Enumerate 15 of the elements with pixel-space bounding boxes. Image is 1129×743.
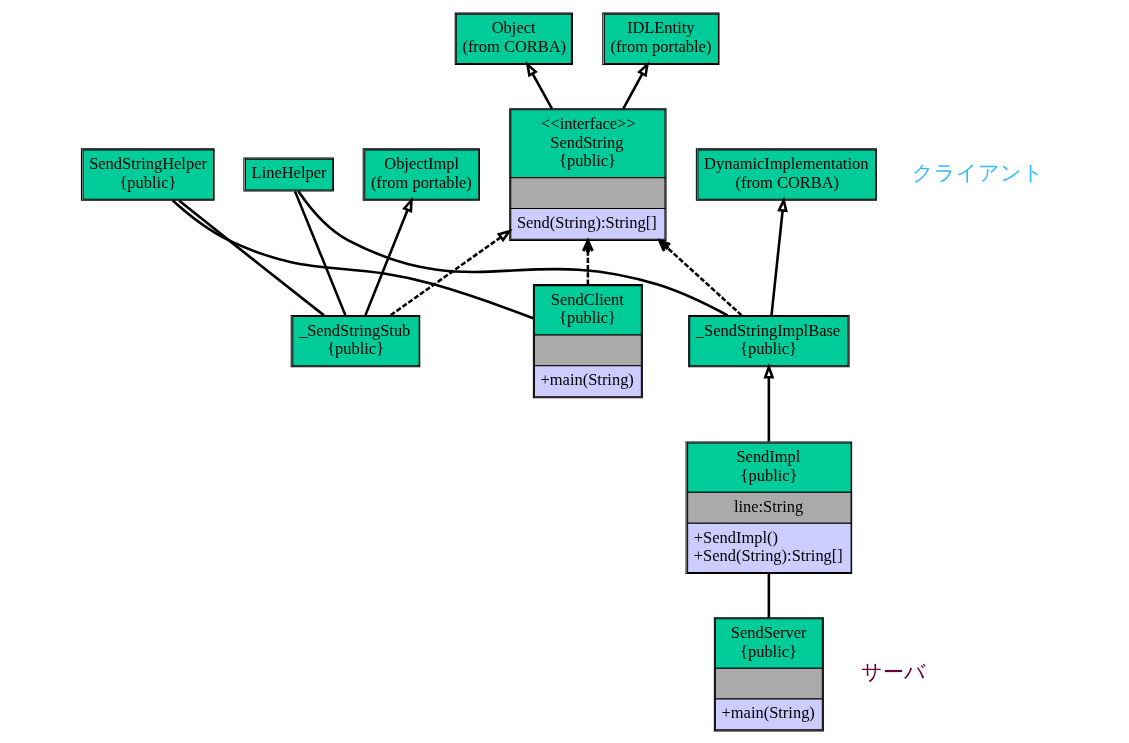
label: サーバ: [860, 659, 926, 684]
label: クライアント: [911, 160, 1044, 185]
arrow: [621, 60, 649, 109]
arrow: [762, 362, 774, 442]
connector: [171, 199, 534, 319]
arrow: [657, 238, 742, 316]
connector: [293, 190, 347, 316]
arrow: [389, 228, 512, 316]
connector: [767, 573, 770, 618]
arrow: [581, 238, 594, 284]
connector: [296, 190, 728, 317]
arrow: [363, 196, 413, 316]
connector: [177, 199, 325, 316]
arrow: [769, 195, 788, 315]
arrow: [525, 60, 553, 109]
